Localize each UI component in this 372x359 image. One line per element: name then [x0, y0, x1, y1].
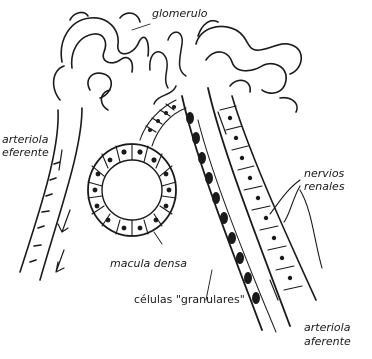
label-celulas-granulares: células "granulares"	[134, 294, 245, 306]
label-glomerulo: glomerulo	[152, 8, 208, 20]
label-macula-densa: macula densa	[110, 258, 187, 270]
glomerulus-capillaries-right	[196, 21, 301, 112]
label-nervios-renales-line1: nervios	[304, 168, 344, 180]
label-arteriola-aferente-line2: aferente	[304, 336, 351, 348]
vascular-pole-stalk	[150, 32, 186, 104]
label-nervios-renales-line2: renales	[304, 181, 345, 193]
macula-densa-tubule	[88, 144, 176, 236]
label-arteriola-eferente-line2: eferente	[2, 147, 49, 159]
label-arteriola-aferente-line1: arteriola	[304, 322, 350, 334]
macula-densa-cells	[140, 100, 186, 146]
glomerulus-capillaries-left	[54, 13, 149, 110]
label-arteriola-eferente-line1: arteriola	[2, 134, 48, 146]
